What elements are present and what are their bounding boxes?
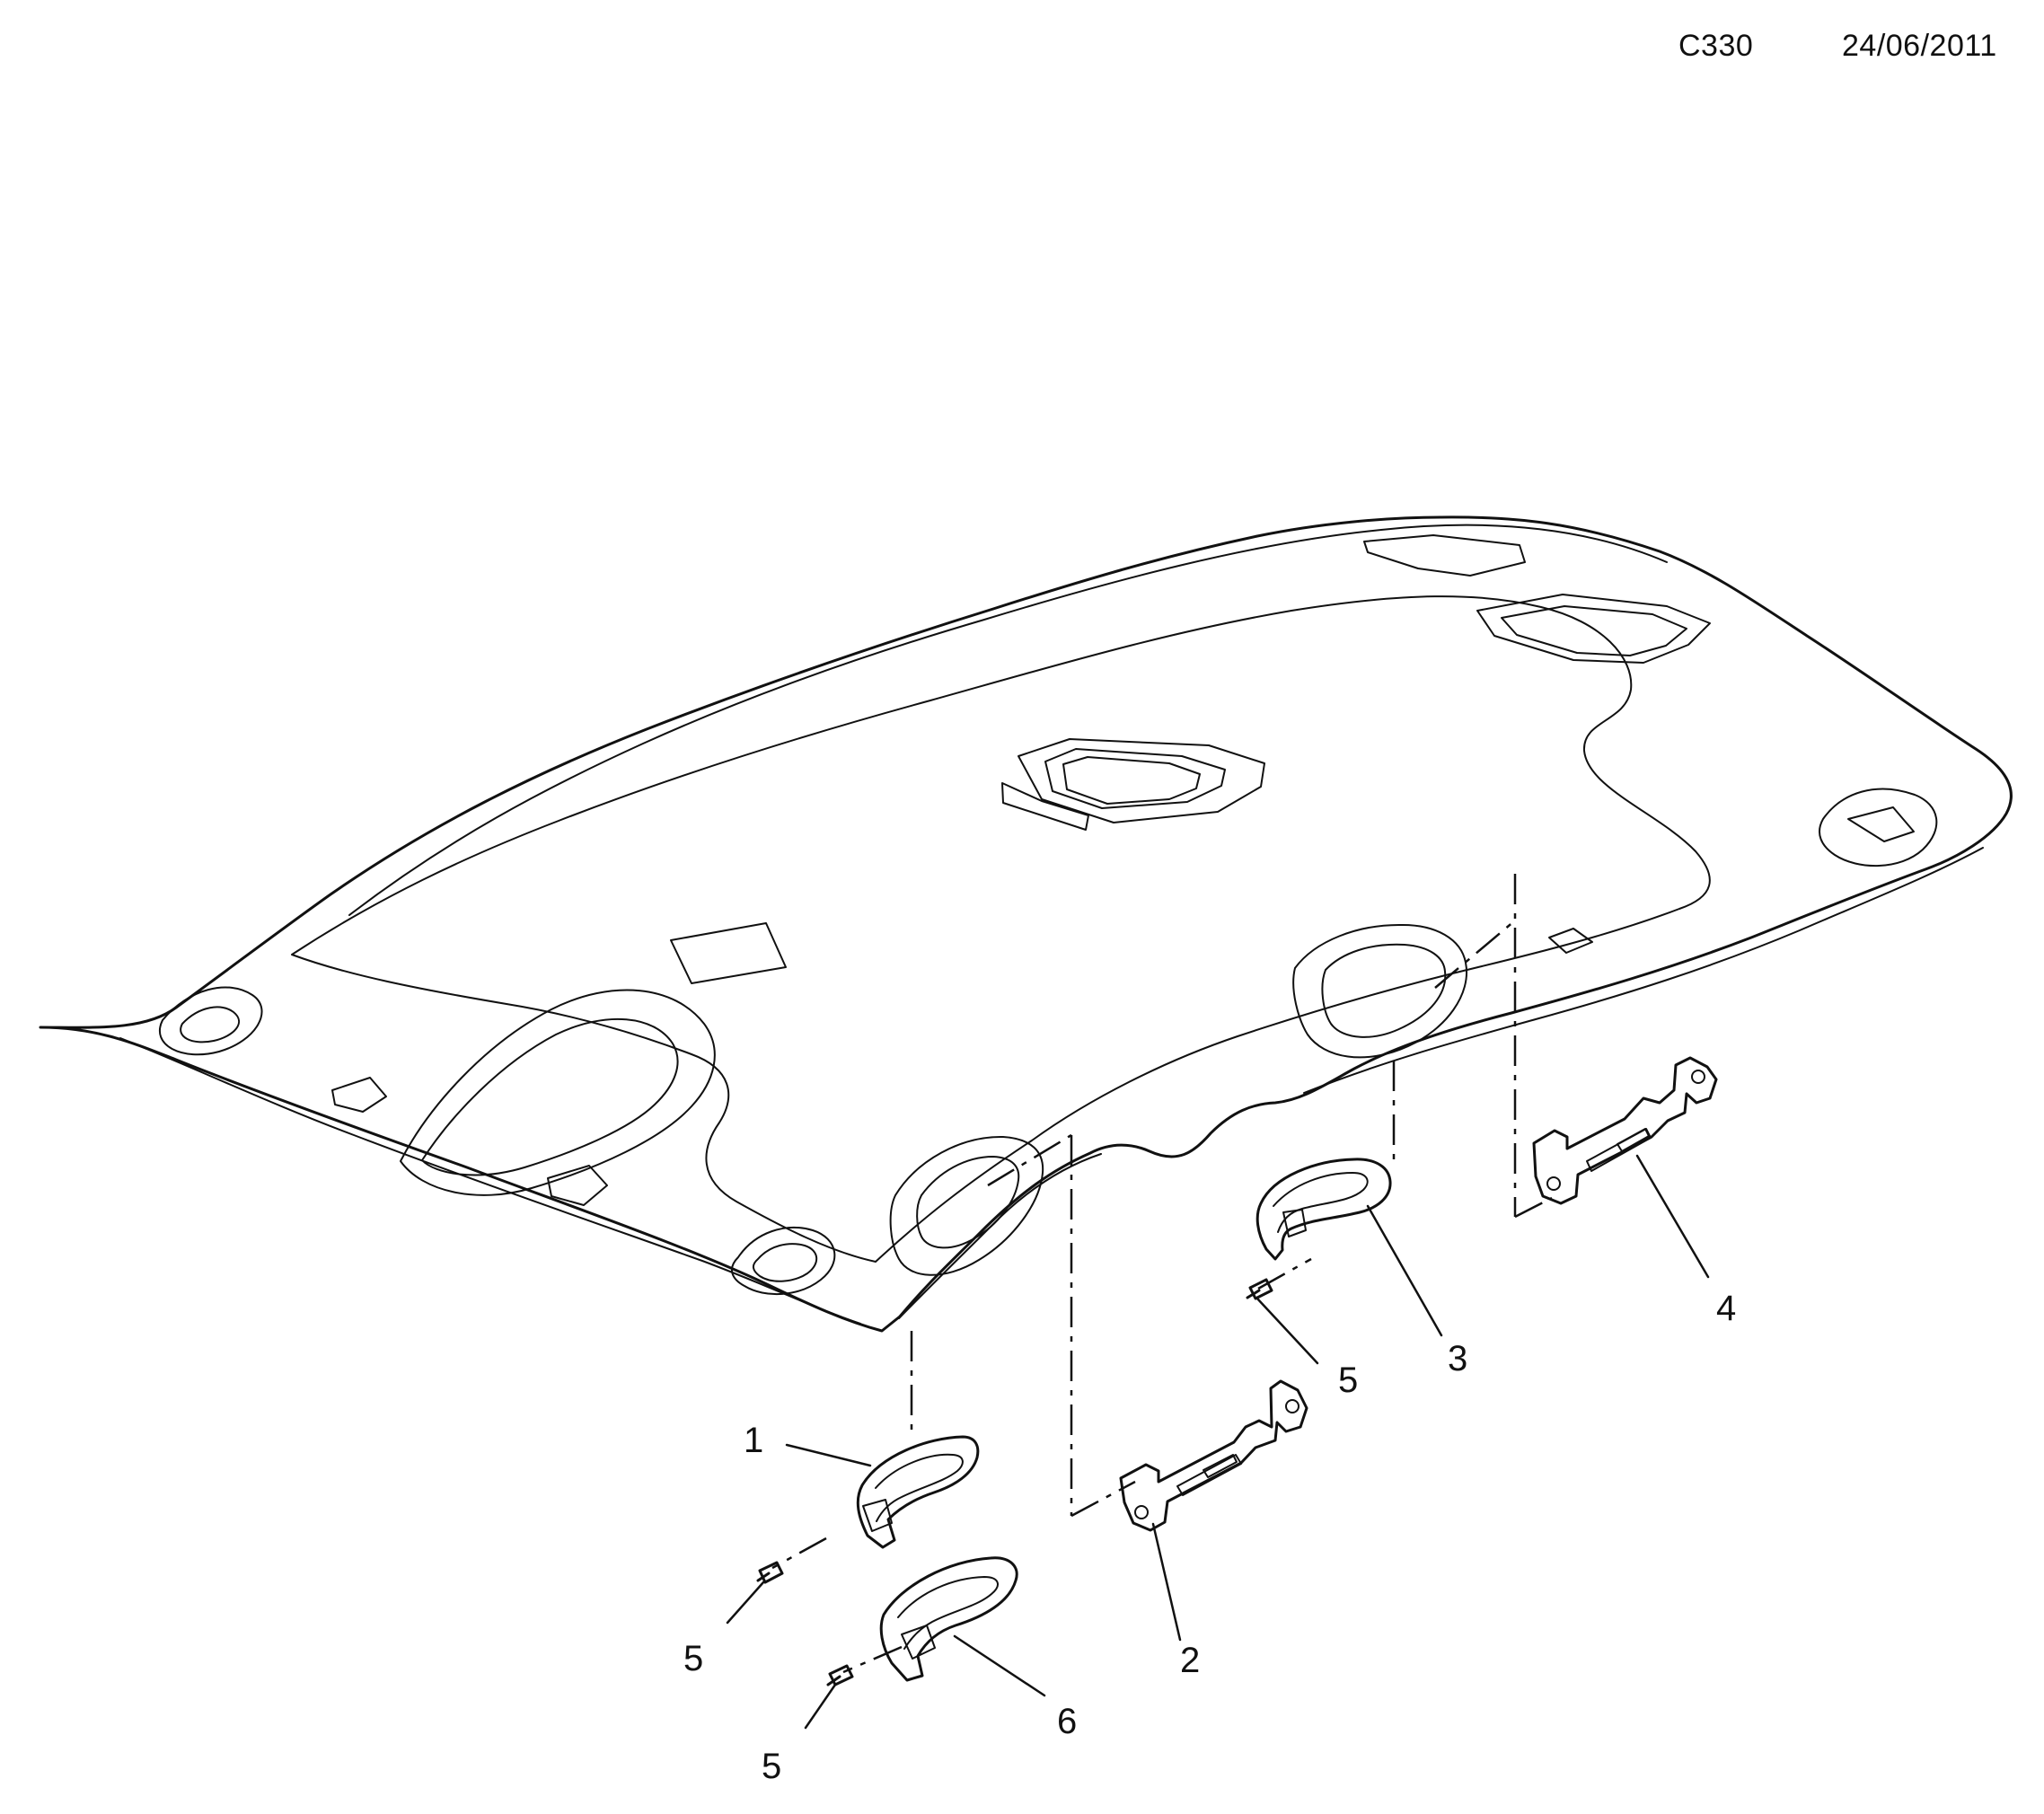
callout-5c-label: 5	[762, 1747, 781, 1786]
screw-5b	[1246, 1278, 1273, 1300]
headliner-outline	[39, 515, 2013, 1333]
headliner-inner-edge	[119, 1037, 861, 1325]
screw-5a	[756, 1561, 784, 1584]
headliner-center-panel	[291, 595, 1711, 1263]
part-3-grab-handle	[1255, 1158, 1392, 1261]
callout-2-label: 2	[1180, 1641, 1200, 1680]
dome-light-lens	[1062, 756, 1201, 805]
rear-right-console	[1819, 788, 1938, 867]
leader-2	[1151, 1522, 1182, 1642]
part-4-bracket	[1532, 1056, 1718, 1205]
dash-left-pocket-link	[987, 1133, 1072, 1187]
leader-5b	[1255, 1297, 1319, 1365]
leader-1	[785, 1443, 872, 1467]
callout-3-label: 3	[1448, 1339, 1467, 1378]
front-console	[1363, 534, 1526, 577]
dash-screw-5a	[771, 1537, 827, 1570]
dash-bracket-4-top	[1514, 1196, 1553, 1219]
callout-5a-label: 5	[683, 1639, 703, 1678]
part-4-bracket-hole-2	[1691, 1070, 1705, 1084]
part-1-grab-handle	[856, 1435, 980, 1549]
front-left-clip	[547, 1165, 608, 1206]
part-1-grab-handle-inner	[875, 1453, 964, 1522]
leader-5c	[804, 1683, 837, 1730]
right-handle-pocket-inner	[1321, 943, 1447, 1038]
front-left-speaker	[730, 1227, 836, 1296]
console-inner	[1501, 605, 1687, 656]
part-6-grab-handle-inner	[897, 1576, 999, 1650]
part-2-bracket	[1119, 1379, 1308, 1532]
callout-4-label: 4	[1716, 1289, 1736, 1328]
part-6-grab-handle	[879, 1556, 1018, 1682]
part-4-bracket-slot-2	[1617, 1128, 1650, 1152]
callout-5b-label: 5	[1338, 1360, 1358, 1400]
dome-light-inner	[1044, 748, 1226, 809]
roof-tape-patch	[670, 922, 787, 984]
console-opening	[1476, 594, 1711, 664]
part-2-bracket-hole-2	[1285, 1399, 1300, 1413]
screw-5c	[826, 1664, 854, 1686]
leader-5a	[726, 1581, 765, 1625]
diagram-code: C330	[1678, 29, 1754, 63]
leader-3	[1366, 1204, 1443, 1337]
left-side-recess-inner	[421, 1017, 679, 1176]
callout-6-label: 6	[1057, 1702, 1077, 1741]
left-side-recess	[400, 989, 716, 1196]
dome-light-tab	[1001, 782, 1089, 831]
part-3-grab-handle-inner	[1273, 1172, 1369, 1233]
dash-bracket-2-top	[1070, 1480, 1136, 1518]
callout-1-label: 1	[744, 1421, 763, 1460]
dome-light-opening	[1018, 738, 1265, 823]
part-2-bracket-slot-2	[1203, 1454, 1238, 1478]
rear-left-clip	[331, 1077, 387, 1113]
right-handle-pocket	[1292, 923, 1468, 1059]
headliner-front-edge	[348, 524, 1668, 916]
leader-6	[953, 1634, 1046, 1697]
dash-screw-5b	[1257, 1257, 1312, 1290]
left-handle-pocket	[889, 1135, 1044, 1276]
left-handle-pocket-inner	[916, 1156, 1020, 1249]
headliner-right-edge	[1303, 847, 1984, 1094]
rear-right-strip	[1548, 928, 1593, 954]
part-6-handle-end	[901, 1625, 936, 1660]
diagram-date: 24/06/2011	[1842, 29, 1997, 63]
rear-left-console-inner	[180, 1006, 240, 1043]
dash-screw-5c	[842, 1645, 903, 1674]
front-left-speaker-inner	[753, 1243, 818, 1282]
rear-right-console-inner	[1847, 806, 1915, 842]
rear-left-console	[159, 986, 263, 1056]
part-2-bracket-hole-1	[1134, 1505, 1149, 1519]
leader-4	[1635, 1154, 1710, 1279]
part-4-bracket-hole-1	[1546, 1176, 1561, 1191]
part-1-handle-end	[862, 1499, 893, 1532]
dash-right-pocket-link	[1434, 920, 1516, 989]
part-3-handle-end	[1282, 1209, 1307, 1237]
part-2-bracket-slot	[1176, 1454, 1242, 1496]
